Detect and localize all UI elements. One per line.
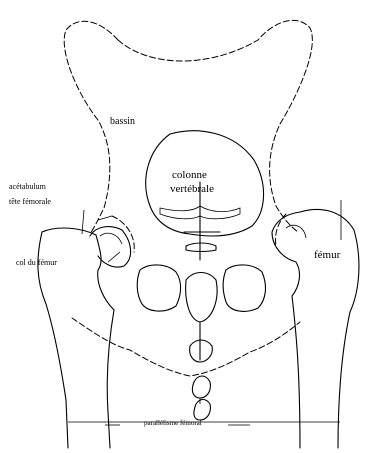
label-colonne: colonne <box>172 169 207 181</box>
pelvis-outline <box>64 20 312 376</box>
sacrum-and-pubis <box>137 265 265 420</box>
label-femur: fémur <box>314 249 341 261</box>
label-tete-femorale: tête fémorale <box>9 197 51 206</box>
label-vertebrale: vertébrale <box>170 183 214 195</box>
acetabulum-outlines <box>112 214 286 252</box>
label-col-du-femur: col du fémur <box>16 258 57 267</box>
right-femur <box>272 209 359 448</box>
leader-lines <box>68 200 341 425</box>
label-bassin: bassin <box>110 116 135 127</box>
label-acetabulum: acétabulum <box>9 182 47 191</box>
label-parallelisme-femoral: parallélisme fémoral <box>144 419 202 427</box>
vertebral-column <box>146 131 264 260</box>
